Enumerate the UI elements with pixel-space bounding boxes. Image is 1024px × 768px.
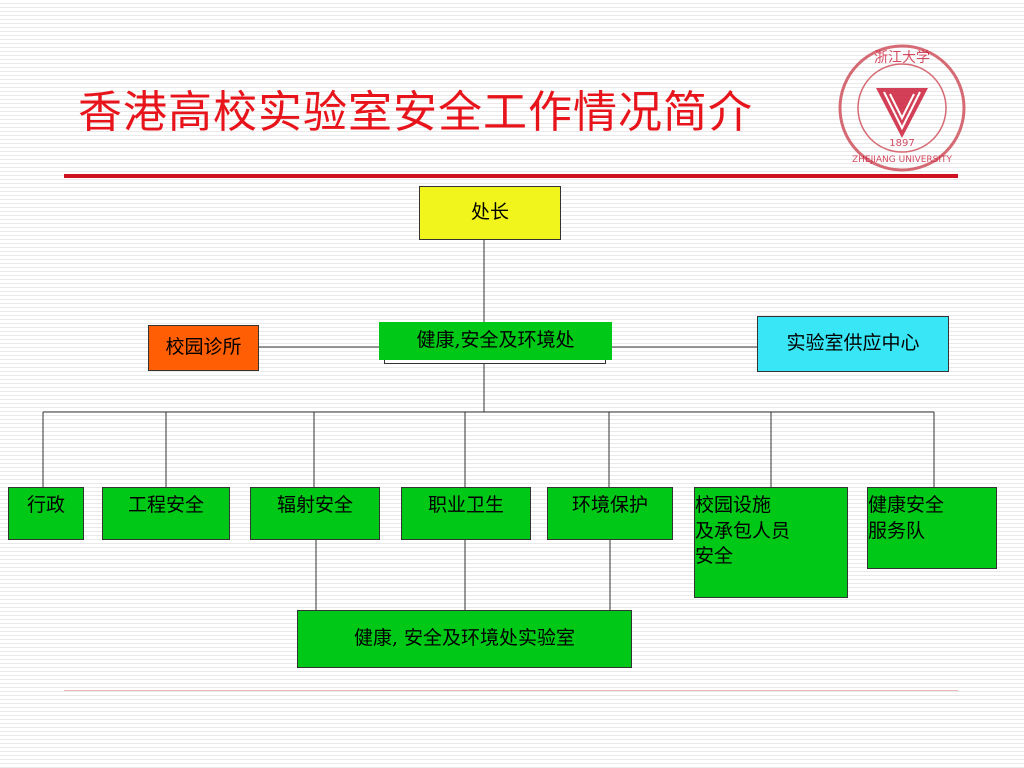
title-divider (64, 174, 958, 178)
section-label: 职业卫生 (427, 494, 504, 516)
org-node-section-environmental-protection: 环境保护 (547, 487, 673, 540)
footer-divider (64, 690, 958, 691)
university-seal-logo: 浙江大学 1897 ZHEJIANG UNIVERSITY (838, 44, 966, 172)
org-node-section-engineering-safety: 工程安全 (102, 487, 230, 540)
section-label: 环境保护 (571, 494, 648, 516)
section-label: 工程安全 (127, 494, 204, 516)
seal-year-text: 1897 (889, 138, 914, 149)
org-node-section-occupational-hygiene: 职业卫生 (401, 487, 531, 540)
org-node-laboratory-label: 健康, 安全及环境处实验室 (353, 627, 576, 650)
section-label: 辐射安全 (276, 494, 353, 516)
section-label-line: 健康安全 (868, 494, 945, 516)
org-node-clinic: 校园诊所 (148, 325, 259, 371)
org-node-head: 处长 (419, 186, 561, 240)
org-node-section-health-safety-team: 健康安全 服务队 (867, 487, 997, 569)
seal-top-text: 浙江大学 (874, 50, 930, 66)
org-node-section-administration: 行政 (8, 487, 84, 540)
section-label-line: 校园设施 (695, 494, 772, 516)
org-node-supply-center: 实验室供应中心 (757, 316, 949, 372)
section-label-line: 及承包人员 (695, 519, 791, 542)
org-node-department: 健康,安全及环境处 (379, 322, 612, 360)
section-label-line: 安全 (695, 545, 734, 568)
org-node-section-campus-facilities: 校园设施 及承包人员 安全 (694, 487, 848, 598)
seal-bottom-text: ZHEJIANG UNIVERSITY (852, 155, 953, 165)
slide-title: 香港高校实验室安全工作情况简介 (78, 87, 753, 138)
section-label: 行政 (26, 494, 65, 516)
org-node-section-radiation-safety: 辐射安全 (250, 487, 380, 540)
org-node-department-label: 健康,安全及环境处 (416, 329, 575, 352)
org-node-supply-center-label: 实验室供应中心 (786, 332, 920, 355)
org-node-head-label: 处长 (470, 201, 509, 224)
org-node-clinic-label: 校园诊所 (165, 336, 242, 359)
section-label-line: 服务队 (868, 519, 926, 542)
org-node-laboratory: 健康, 安全及环境处实验室 (297, 610, 632, 668)
